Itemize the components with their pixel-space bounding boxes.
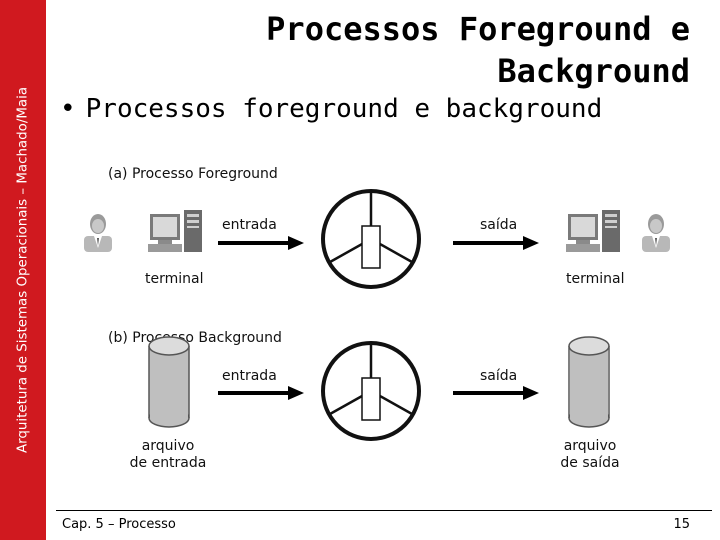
bullet-item: • Processos foreground e background: [60, 94, 602, 124]
computer-left-icon: [148, 210, 202, 252]
output-file-label-line2: de saída: [560, 455, 620, 471]
input-file-label-line2: de entrada: [129, 455, 207, 471]
bullet-text: Processos foreground e background: [85, 94, 603, 124]
bullet-dot-icon: •: [60, 94, 76, 124]
output-file-label-line1: arquivo: [563, 438, 617, 454]
terminal-right-label: terminal: [566, 271, 625, 287]
background-input-label: entrada: [222, 368, 277, 384]
caption-foreground: (a) Processo Foreground: [108, 166, 278, 182]
slide-title-line2: Background: [497, 52, 690, 90]
background-output-label: saída: [480, 368, 518, 384]
foreground-input-arrow-icon: [218, 236, 304, 250]
background-input-arrow-icon: [218, 386, 304, 400]
user-right-icon: [642, 214, 670, 252]
sidebar: Arquitetura de Sistemas Operacionais – M…: [0, 0, 46, 540]
footer-chapter: Cap. 5 – Processo: [62, 517, 176, 532]
foreground-output-label: saída: [480, 217, 518, 233]
footer-page-number: 15: [673, 517, 690, 532]
input-file-label: arquivo de entrada: [118, 438, 218, 472]
computer-right-icon: [566, 210, 620, 252]
sidebar-text: Arquitetura de Sistemas Operacionais – M…: [15, 86, 31, 454]
input-file-icon: [148, 336, 190, 428]
foreground-process-icon: [321, 189, 421, 289]
output-file-label: arquivo de saída: [540, 438, 640, 472]
input-file-label-line1: arquivo: [141, 438, 195, 454]
slide-title-line1: Processos Foreground e: [266, 10, 690, 48]
background-process-icon: [321, 341, 421, 441]
slide-title: Processos Foreground e Background: [266, 8, 690, 92]
footer-divider: [56, 510, 712, 511]
terminal-left-label: terminal: [145, 271, 204, 287]
user-left-icon: [84, 214, 112, 252]
caption-background: (b) Processo Background: [108, 330, 282, 346]
foreground-input-label: entrada: [222, 217, 277, 233]
output-file-icon: [568, 336, 610, 428]
background-output-arrow-icon: [453, 386, 539, 400]
foreground-output-arrow-icon: [453, 236, 539, 250]
